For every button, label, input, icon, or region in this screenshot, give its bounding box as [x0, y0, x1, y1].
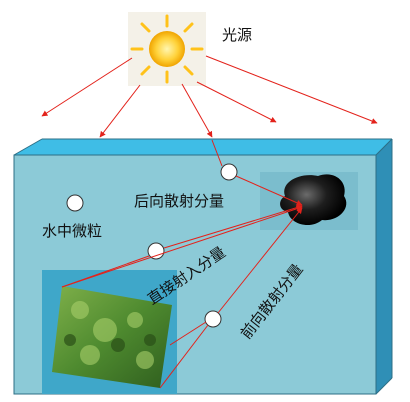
incident-rays [41, 55, 378, 138]
light-source-label: 光源 [222, 26, 252, 44]
particle-icon [147, 242, 165, 260]
particles-label: 水中微粒 [42, 222, 102, 240]
particle-icon [204, 310, 222, 328]
tank-top-face [14, 139, 392, 155]
sun-icon [128, 12, 206, 86]
black-object-icon [260, 172, 358, 230]
propagation-rays [61, 139, 303, 389]
particle-icon [66, 194, 84, 212]
tank-side-face [376, 139, 392, 394]
backscatter-label: 后向散射分量 [134, 192, 224, 210]
particle-icon [220, 163, 238, 181]
underwater-plant-image [42, 270, 177, 394]
particle-icons [66, 163, 238, 328]
